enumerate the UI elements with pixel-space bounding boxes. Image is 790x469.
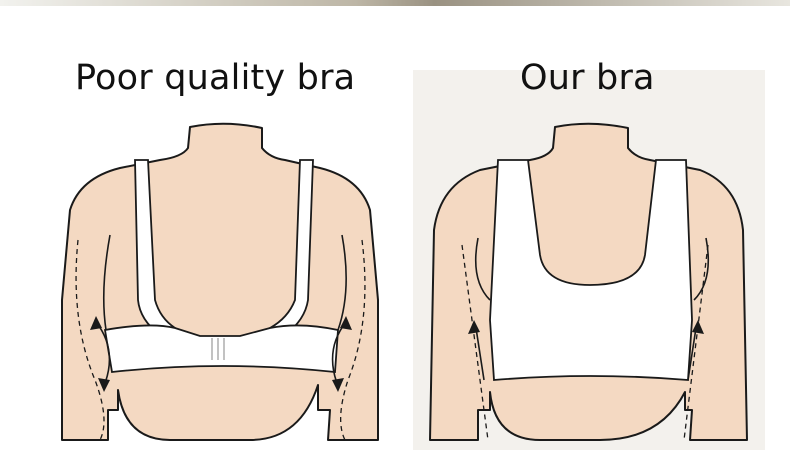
right-bra-body xyxy=(489,159,693,381)
arrowhead-icon xyxy=(340,316,352,330)
arrowhead-icon xyxy=(90,316,102,330)
right-arrow-line-2 xyxy=(687,327,697,381)
caption-our-bra: Our bra xyxy=(520,58,655,98)
arrowhead-icon xyxy=(468,320,480,334)
arrowhead-icon xyxy=(692,320,704,334)
right-dash-line-1 xyxy=(461,244,489,441)
left-dash-curve-2 xyxy=(340,239,366,441)
caption-poor-quality-bra: Poor quality bra xyxy=(75,58,356,98)
right-back-silhouette xyxy=(429,122,748,441)
right-arrow-line-1 xyxy=(475,327,485,381)
left-bra-band xyxy=(103,324,339,373)
left-dash-curve-1 xyxy=(75,239,105,441)
arrowhead-icon xyxy=(332,378,344,392)
top-decorative-band xyxy=(0,0,790,6)
arrowhead-icon xyxy=(98,378,110,392)
right-dash-line-2 xyxy=(683,244,709,441)
